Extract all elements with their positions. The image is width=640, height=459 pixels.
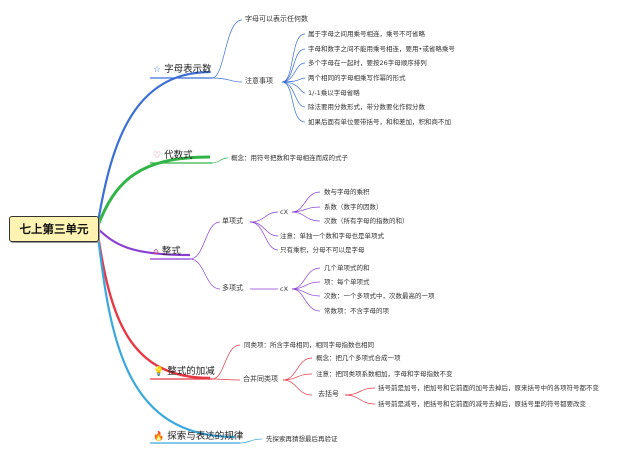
note-item[interactable]: 字母和数字之间不能用乘号相连，要用•或省略乘号 bbox=[308, 45, 455, 53]
monomial-note[interactable]: 注意：单独一个数和字母也是单项式 bbox=[280, 232, 384, 240]
branch-label: 整式 bbox=[161, 246, 181, 257]
connector-b1 bbox=[95, 70, 211, 229]
combine-item[interactable]: 概念：把几个多项式合成一项 bbox=[316, 354, 401, 362]
branch-add-subtract[interactable]: 💡 整式的加减 bbox=[153, 366, 215, 378]
branch-algebraic-expression[interactable]: ♡ 代数式 bbox=[153, 150, 193, 162]
note-item[interactable]: 除法要用分数形式，带分数要化作假分数 bbox=[308, 103, 425, 111]
heart-icon: ♡ bbox=[153, 151, 162, 161]
bracket-rule[interactable]: 括号前是加号，把加号和它前面的加号去掉后，原来括号中的各项符号都不变 bbox=[378, 384, 599, 392]
monomial-item[interactable]: 系数（数字的因数） bbox=[324, 203, 383, 211]
note-item[interactable]: 1/-1乘以字母省略 bbox=[308, 89, 360, 97]
bulb-icon: 💡 bbox=[153, 367, 165, 377]
house-icon: ⌂ bbox=[153, 247, 159, 257]
node-monomial[interactable]: 单项式 bbox=[222, 217, 243, 225]
star-icon: ☆ bbox=[153, 65, 162, 75]
branch-label: 代数式 bbox=[164, 150, 193, 161]
monomial-note[interactable]: 只有乘积，分母不可以是字母 bbox=[280, 246, 365, 254]
note-item[interactable]: 如果后面有单位要带括号，和和差加，积和商不加 bbox=[308, 118, 451, 126]
branch-integral-expression[interactable]: ⌂ 整式 bbox=[153, 246, 181, 258]
monomial-item[interactable]: 数与字母的乘积 bbox=[324, 188, 370, 196]
monomial-item[interactable]: 次数（所有字母的指数的和） bbox=[324, 217, 409, 225]
branch-label: 整式的加减 bbox=[167, 366, 215, 377]
node-like-terms[interactable]: 同类项：所含字母相同，相同字母指数也相同 bbox=[244, 341, 374, 349]
polynomial-item[interactable]: 常数项：不含字母的项 bbox=[324, 307, 389, 315]
polynomial-item[interactable]: 项：每个单项式 bbox=[324, 278, 370, 286]
polynomial-item[interactable]: 次数：一个多项式中，次数最高的一项 bbox=[324, 292, 435, 300]
node-letters-any-number[interactable]: 字母可以表示任何数 bbox=[245, 15, 308, 23]
node-concept[interactable]: 概念：用符号把数和字母相连而成的式子 bbox=[231, 154, 348, 162]
connector-b2 bbox=[95, 155, 211, 229]
root-node[interactable]: 七上第三单元 bbox=[9, 216, 99, 242]
node-monomial-def[interactable]: cX bbox=[280, 208, 289, 216]
node-notes[interactable]: 注意事项 bbox=[245, 77, 273, 85]
node-polynomial[interactable]: 多项式 bbox=[222, 284, 243, 292]
node-combine-like-terms[interactable]: 合并同类项 bbox=[243, 375, 278, 383]
connector-b5 bbox=[95, 227, 236, 439]
branch-letters-represent-numbers[interactable]: ☆ 字母表示数 bbox=[153, 64, 212, 76]
combine-item[interactable]: 注意：把同类项系数相加，字母和字母指数不变 bbox=[316, 370, 453, 378]
node-explore-verify[interactable]: 先探索再猜想最后再验证 bbox=[266, 435, 338, 443]
note-item[interactable]: 属于字母之间用乘号相连，乘号不可省略 bbox=[308, 30, 425, 38]
bracket-rule[interactable]: 括号前是减号，把括号和它前面的减号去掉后，原括号里的符号都要改变 bbox=[378, 400, 586, 408]
node-polynomial-def[interactable]: cX bbox=[280, 285, 289, 293]
branch-label: 探索与表达的规律 bbox=[167, 431, 244, 442]
branch-label: 字母表示数 bbox=[164, 64, 212, 75]
connector-b4 bbox=[95, 227, 211, 380]
polynomial-item[interactable]: 几个单项式的和 bbox=[324, 264, 370, 272]
note-item[interactable]: 两个相同的字母相乘写作幂的形式 bbox=[308, 74, 406, 82]
node-remove-brackets[interactable]: 去括号 bbox=[318, 390, 339, 398]
note-item[interactable]: 多个字母在一起时，要按26字母顺序排列 bbox=[308, 59, 427, 67]
connector-b3 bbox=[96, 227, 191, 257]
branch-patterns[interactable]: 🔥 探索与表达的规律 bbox=[153, 431, 243, 443]
flame-icon: 🔥 bbox=[153, 432, 165, 442]
